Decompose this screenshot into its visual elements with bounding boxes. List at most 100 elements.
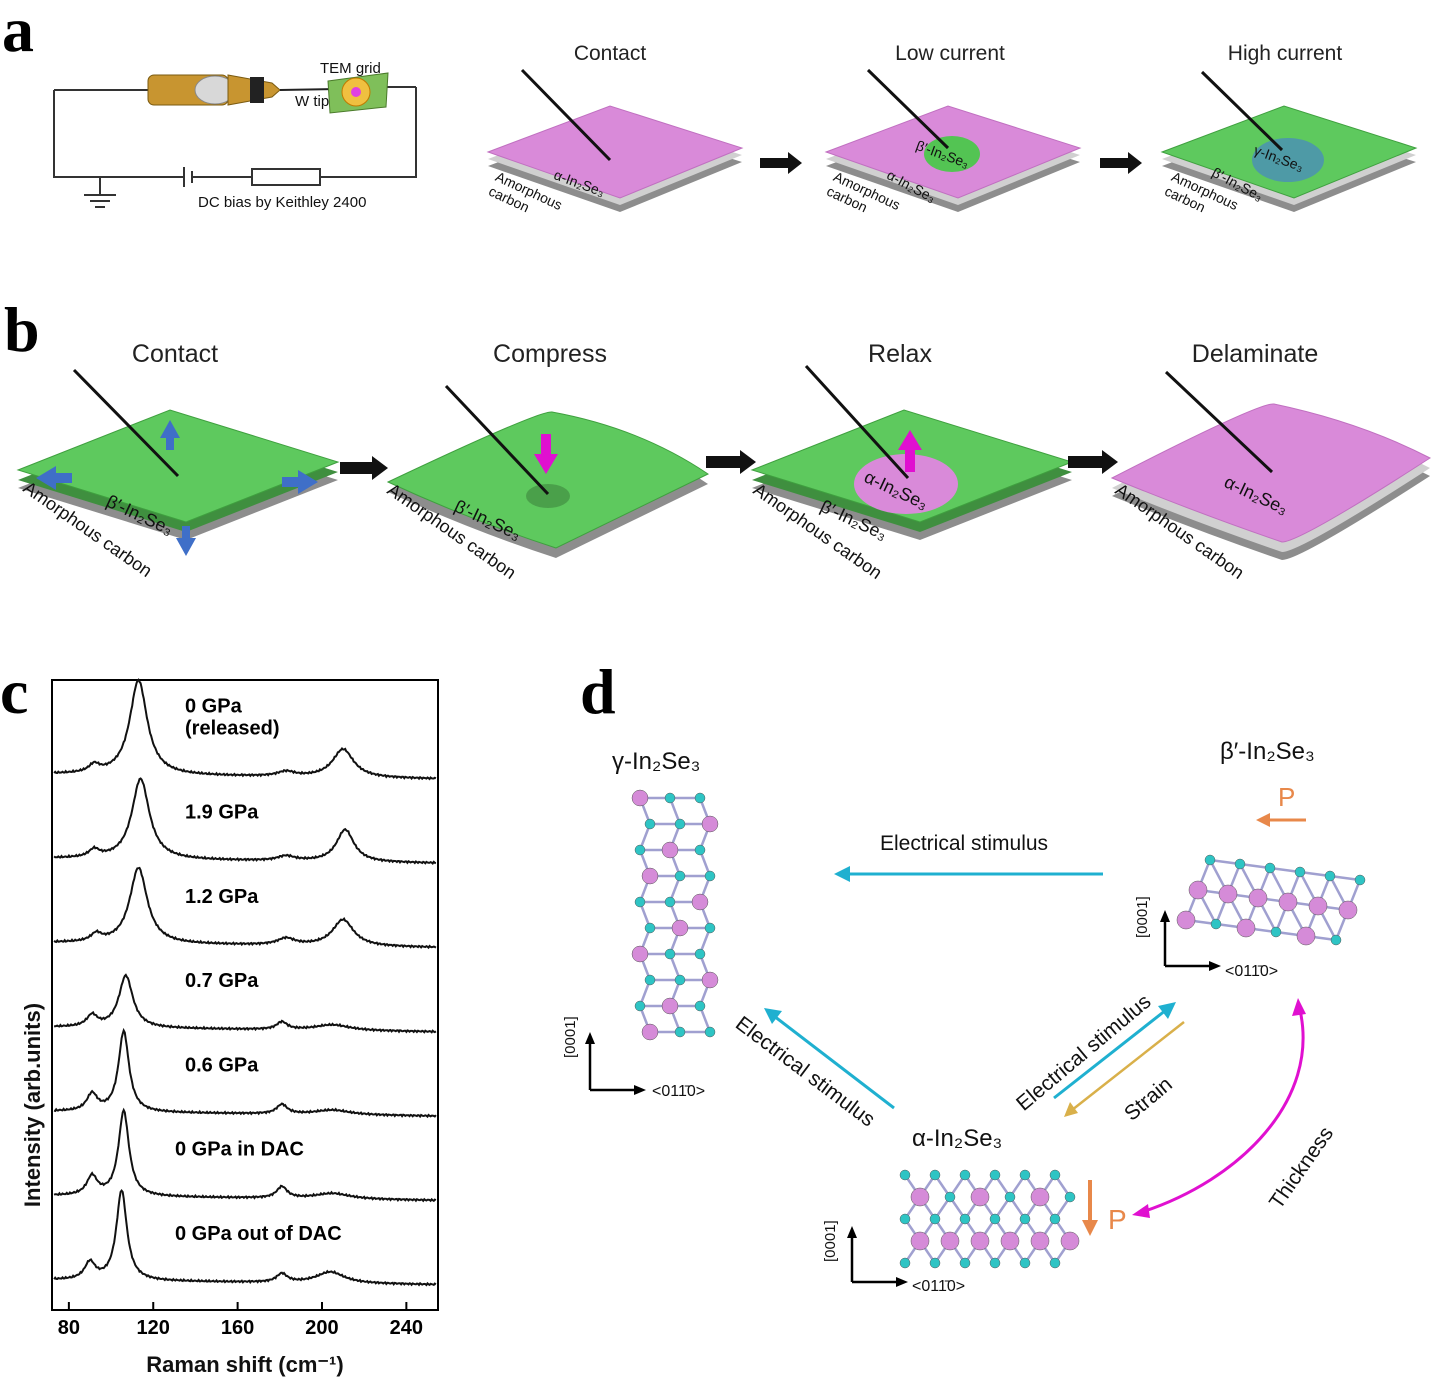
se-atom	[899, 1213, 911, 1225]
beta-polarization-label: P	[1278, 782, 1296, 812]
se-atom	[694, 1000, 706, 1012]
slab-a-3	[1160, 70, 1418, 212]
se-atom	[704, 922, 716, 934]
se-atom	[664, 896, 676, 908]
se-atom	[1049, 1213, 1061, 1225]
a-stage-title-high-current: High current	[1227, 42, 1343, 65]
alpha-polarization-label: P	[1108, 1204, 1127, 1235]
se-atom	[1294, 866, 1306, 878]
label-beta-to-gamma: Electrical stimulus	[880, 832, 1049, 855]
in-atom	[691, 893, 709, 911]
in-atom	[1296, 926, 1316, 946]
alpha-polarization-arrow	[1082, 1180, 1098, 1236]
in-atom	[1060, 1231, 1080, 1251]
spectrum-line	[53, 678, 437, 781]
alpha-axis-horizontal: <011̄0>	[912, 1278, 966, 1295]
chart-frame	[51, 679, 439, 1311]
panel-a-slabs	[486, 68, 1418, 212]
in-atom	[661, 841, 679, 859]
x-tick-label: 120	[137, 1317, 170, 1339]
x-tick-label: 160	[221, 1317, 254, 1339]
se-atom	[1049, 1169, 1061, 1181]
arrow-beta-to-alpha	[1064, 1021, 1185, 1117]
se-atom	[664, 948, 676, 960]
spectrum-line	[53, 866, 437, 950]
in-atom	[940, 1231, 960, 1251]
dc-bias-label: DC bias by Keithley 2400	[198, 194, 367, 211]
se-atom	[1019, 1213, 1031, 1225]
se-atom	[644, 818, 656, 830]
beta-axes	[1160, 910, 1221, 971]
se-atom	[899, 1257, 911, 1269]
se-atom	[1019, 1169, 1031, 1181]
arrow-alpha-to-beta	[1053, 1002, 1176, 1100]
series-label: 1.2 GPa	[185, 886, 259, 908]
in-atom	[1248, 888, 1268, 908]
se-atom	[929, 1213, 941, 1225]
se-atom	[1234, 858, 1246, 870]
se-atom	[959, 1213, 971, 1225]
se-atom	[1019, 1257, 1031, 1269]
se-atom	[634, 844, 646, 856]
alpha-phase-label: α-In₂Se₃	[912, 1125, 1003, 1152]
arrow-b-1	[340, 456, 388, 480]
se-atom	[929, 1257, 941, 1269]
se-atom	[1064, 1191, 1076, 1203]
gamma-axis-vertical: [0001]	[562, 1016, 579, 1058]
se-atom	[1210, 918, 1222, 930]
in-atom	[1030, 1187, 1050, 1207]
panel-letter-a: a	[2, 0, 34, 65]
alpha-axis-vertical: [0001]	[822, 1220, 839, 1262]
se-atom	[959, 1257, 971, 1269]
tem-grid-label: TEM grid	[320, 60, 381, 77]
in-atom	[1278, 892, 1298, 912]
alpha-axes	[847, 1226, 908, 1287]
arrow-a-1	[760, 152, 802, 174]
spectrum-line	[54, 973, 437, 1034]
x-tick-label: 200	[305, 1317, 338, 1339]
series-label: 0.6 GPa	[185, 1054, 259, 1076]
beta-axis-horizontal: <011̄0>	[1225, 963, 1279, 980]
arrow-a-2	[1100, 152, 1142, 174]
b-stage-title-compress: Compress	[493, 340, 607, 368]
se-atom	[674, 870, 686, 882]
in-atom	[641, 867, 659, 885]
se-atom	[694, 948, 706, 960]
se-atom	[1330, 934, 1342, 946]
in-atom	[1218, 884, 1238, 904]
in-atom	[1308, 896, 1328, 916]
se-atom	[704, 1026, 716, 1038]
x-tick-label: 80	[58, 1317, 80, 1339]
slab-b-4	[1110, 370, 1431, 560]
se-atom	[989, 1257, 1001, 1269]
alpha-crystal-structure	[899, 1169, 1080, 1269]
arrow-beta-to-gamma	[834, 866, 1103, 882]
series-label: 0 GPa in DAC	[175, 1139, 304, 1161]
in-atom	[970, 1231, 990, 1251]
spectrum-line	[53, 1107, 437, 1203]
in-atom	[671, 919, 689, 937]
in-atom	[631, 789, 649, 807]
b-stage-title-relax: Relax	[868, 340, 932, 368]
beta-polarization-arrow	[1256, 813, 1306, 827]
se-atom	[644, 922, 656, 934]
chart-x-axis-label: Raman shift (cm⁻¹)	[146, 1352, 343, 1377]
in-atom	[1030, 1231, 1050, 1251]
series-label: 0 GPa	[185, 695, 243, 717]
se-atom	[1270, 926, 1282, 938]
slab-a-1	[486, 68, 744, 212]
se-atom	[634, 1000, 646, 1012]
in-atom	[661, 997, 679, 1015]
se-atom	[704, 870, 716, 882]
w-tip-label: W tip	[295, 93, 330, 110]
beta-phase-label: β′-In₂Se₃	[1220, 738, 1315, 765]
se-atom	[674, 1026, 686, 1038]
gamma-phase-label: γ-In₂Se₃	[612, 748, 701, 775]
panel-letter-b: b	[4, 294, 40, 365]
slab-b-1	[16, 368, 340, 556]
se-atom	[664, 792, 676, 804]
spectrum-line	[53, 777, 437, 866]
in-atom	[701, 971, 719, 989]
se-atom	[1204, 854, 1216, 866]
